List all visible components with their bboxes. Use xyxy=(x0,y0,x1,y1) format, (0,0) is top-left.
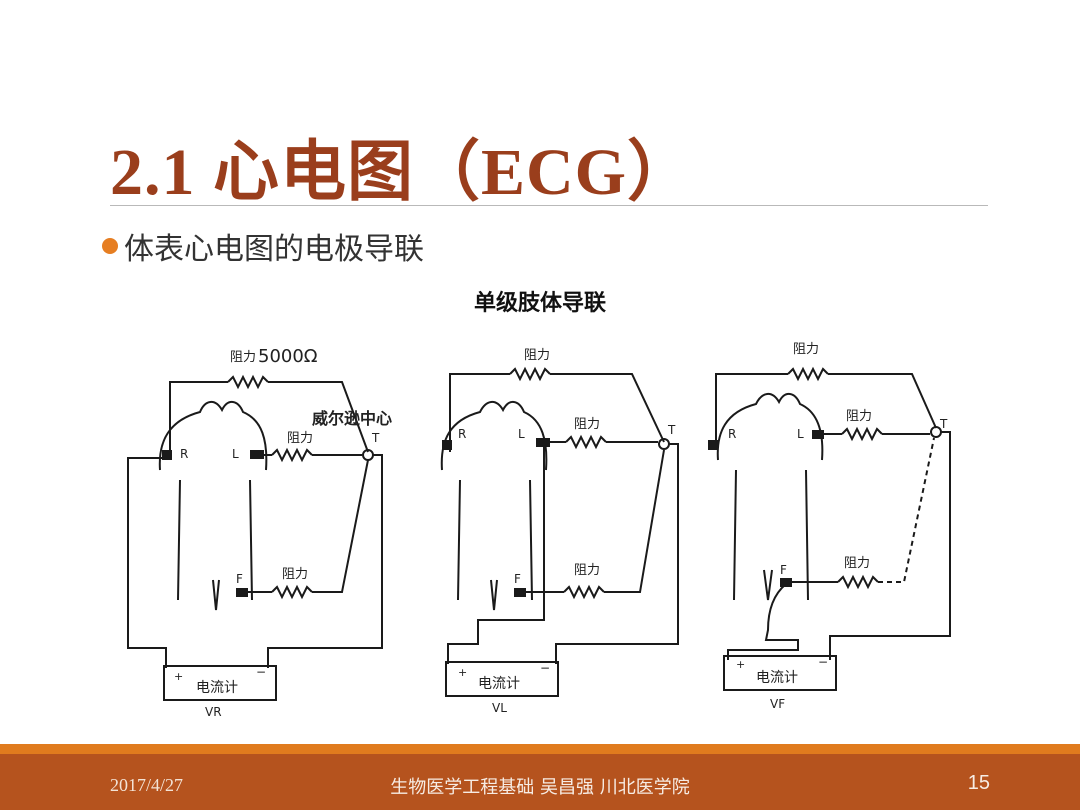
resistor-value: 5000Ω xyxy=(258,346,318,367)
top-band xyxy=(0,0,1080,92)
resistor-label-vl-l: 阻力 xyxy=(574,417,600,432)
galvanometer-vl: 电流计 xyxy=(478,676,520,692)
electrode-f-vf: F xyxy=(780,563,787,577)
electrode-l-vr: L xyxy=(232,447,239,461)
footer-accent-strip xyxy=(0,744,1080,754)
plus-vr: + xyxy=(174,670,183,683)
panel-vr xyxy=(127,374,383,701)
galvanometer-vr: 电流计 xyxy=(196,680,238,696)
resistor-label-vl-f: 阻力 xyxy=(574,563,600,578)
bullet-item: 体表心电图的电极导联 xyxy=(102,226,424,267)
diagram-heading: 单级肢体导联 xyxy=(473,291,606,316)
electrode-r-vr: R xyxy=(180,447,188,461)
plus-vf: + xyxy=(736,658,745,671)
panel-vl xyxy=(440,366,679,697)
resistor-label-vl-top: 阻力 xyxy=(524,348,550,363)
page-number: 15 xyxy=(967,772,990,794)
galvanometer-vf: 电流计 xyxy=(756,670,798,686)
electrode-f-vr: F xyxy=(236,572,243,586)
terminal-label-vr: T xyxy=(371,431,380,445)
resistor-label-vr-f: 阻力 xyxy=(282,567,308,582)
terminal-label-vf: T xyxy=(939,417,948,431)
wilson-central-terminal-label: 威尔逊中心 xyxy=(312,409,392,428)
footer-date: 2017/4/27 xyxy=(110,775,184,795)
title-rule xyxy=(110,205,988,206)
resistor-label-vr-l: 阻力 xyxy=(287,431,313,446)
bullet-dot-icon xyxy=(102,238,118,254)
lead-label-vf: VF xyxy=(770,697,785,711)
resistor-label-vf-top: 阻力 xyxy=(793,342,819,357)
electrode-r-vl: R xyxy=(458,427,466,441)
unipolar-limb-leads-diagram: 阻力 5000Ω 威尔逊中心 阻力 T R L F 阻力 + − 电流计 VR … xyxy=(127,342,951,719)
slide-title: 2.1 心电图（ECG） xyxy=(110,136,695,209)
electrode-l-vl: L xyxy=(518,427,525,441)
bullet-text: 体表心电图的电极导联 xyxy=(124,232,424,267)
minus-vf: − xyxy=(818,655,828,669)
lead-label-vl: VL xyxy=(492,701,507,715)
minus-vr: − xyxy=(256,665,266,679)
electrode-r-vf: R xyxy=(728,427,736,441)
electrode-f-vl: F xyxy=(514,572,521,586)
resistor-label-vf-f: 阻力 xyxy=(844,556,870,571)
resistor-label-vf-l: 阻力 xyxy=(846,409,872,424)
minus-vl: − xyxy=(540,661,550,675)
footer-bar xyxy=(0,754,1080,810)
panel-vf xyxy=(715,366,951,691)
lead-label-vr: VR xyxy=(205,705,222,719)
plus-vl: + xyxy=(458,666,467,679)
electrode-l-vf: L xyxy=(797,427,804,441)
footer-author: 生物医学工程基础 吴昌强 川北医学院 xyxy=(390,777,690,798)
resistor-label-vr-top: 阻力 xyxy=(230,350,256,365)
terminal-label-vl: T xyxy=(667,423,676,437)
